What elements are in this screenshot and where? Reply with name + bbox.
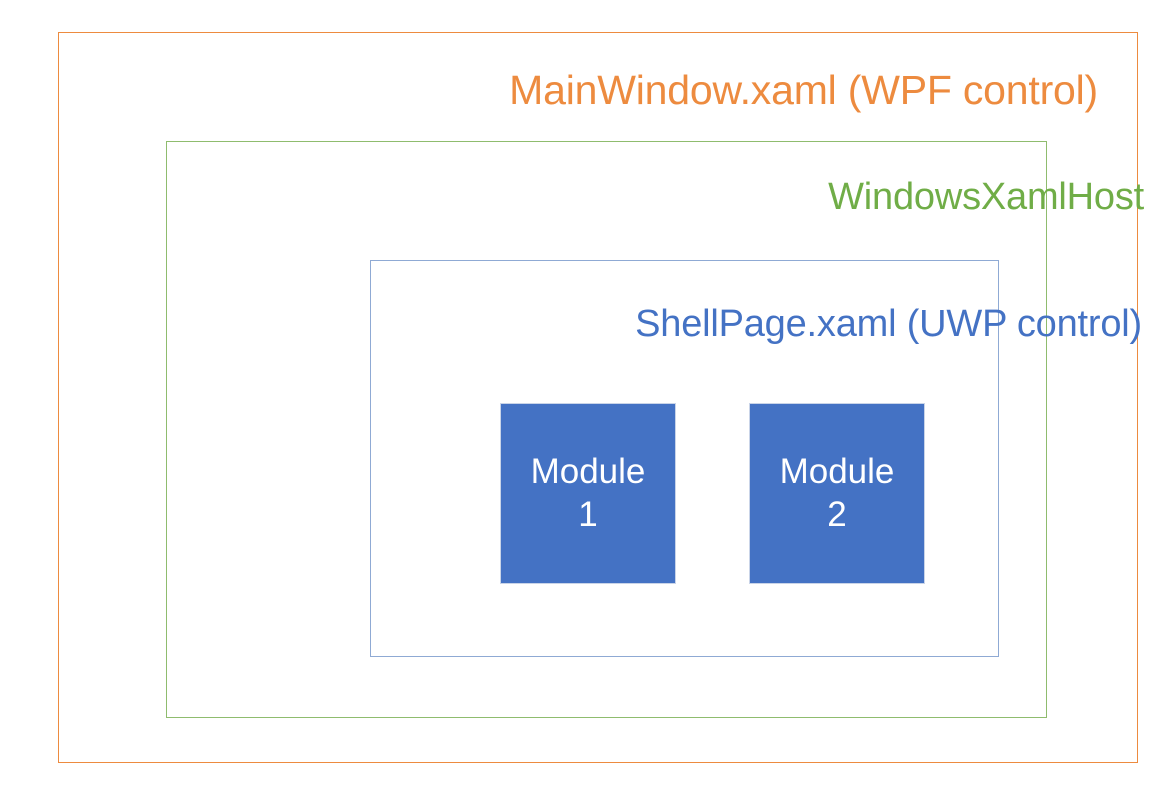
- label-windows-xaml-host: WindowsXamlHost: [828, 176, 1144, 218]
- module-box-1-line2: 1: [578, 494, 598, 534]
- module-box-1-line1: Module: [530, 451, 646, 491]
- label-shellpage-xaml: ShellPage.xaml (UWP control): [635, 303, 1142, 345]
- frame-windows-xaml-host: [166, 141, 1047, 718]
- frame-mainwindow-xaml: [58, 32, 1138, 763]
- module-box-2-line1: Module: [779, 451, 895, 491]
- label-mainwindow-xaml: MainWindow.xaml (WPF control): [509, 67, 1098, 113]
- module-box-2-line2: 2: [827, 494, 847, 534]
- frame-shellpage-xaml: [370, 260, 999, 657]
